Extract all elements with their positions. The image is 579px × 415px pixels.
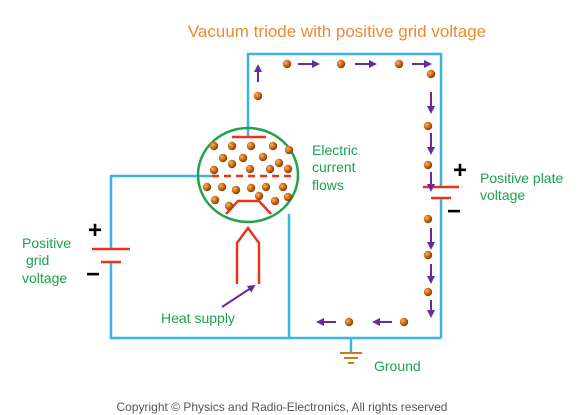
electron (423, 121, 433, 131)
electron (231, 185, 241, 195)
electron (283, 164, 293, 174)
plate-minus-sign: − (447, 198, 461, 225)
electron (246, 141, 256, 151)
electron (423, 160, 433, 170)
electron (238, 153, 248, 163)
ground-symbol (340, 352, 362, 364)
bottom-wire (109, 262, 441, 340)
plate-battery (423, 185, 459, 200)
heat-supply-arrow (221, 284, 256, 308)
grid-plus-sign: + (88, 217, 102, 244)
diagram-title: Vacuum triode with positive grid voltage (188, 22, 486, 41)
circuit-wires (109, 52, 443, 352)
heater-filament (235, 225, 261, 284)
electron (218, 153, 228, 163)
positive-plate-voltage-label: Positive plate voltage (480, 170, 567, 203)
electron (246, 183, 256, 193)
plate-wire (246, 52, 443, 187)
electron (227, 159, 237, 169)
positive-grid-voltage-label: Positive grid voltage (22, 235, 75, 286)
electron (217, 182, 227, 192)
grid-minus-sign: − (86, 261, 100, 288)
electron (336, 59, 346, 69)
ground-label: Ground (374, 358, 421, 374)
tube-envelope (196, 126, 300, 224)
copyright-text: Copyright © Physics and Radio-Electronic… (117, 400, 448, 414)
electron (268, 141, 278, 151)
current-arrows (254, 60, 435, 326)
heat-supply-label: Heat supply (161, 310, 235, 326)
electron (224, 201, 234, 211)
electron (209, 141, 219, 151)
electron (254, 191, 264, 201)
electron (227, 141, 237, 151)
electron (245, 164, 255, 174)
electrons (202, 59, 436, 327)
electron (210, 195, 220, 205)
electron (274, 158, 284, 168)
electron (270, 196, 280, 206)
electric-current-label: Electric current flows (312, 142, 362, 193)
electron (278, 182, 288, 192)
electron (423, 214, 433, 224)
electron (399, 317, 409, 327)
electron (426, 69, 436, 79)
electron (282, 59, 292, 69)
grid-battery (92, 247, 130, 264)
electron (394, 59, 404, 69)
electron (258, 152, 268, 162)
electron (253, 91, 263, 101)
electron (423, 250, 433, 260)
electron (283, 192, 293, 202)
electron (423, 287, 433, 297)
electron (261, 182, 271, 192)
grid-wire (109, 174, 212, 249)
electron (202, 182, 212, 192)
electron (265, 164, 275, 174)
plate-plus-sign: + (453, 157, 467, 184)
electron (344, 317, 354, 327)
electron (209, 165, 219, 175)
electron (284, 145, 294, 155)
